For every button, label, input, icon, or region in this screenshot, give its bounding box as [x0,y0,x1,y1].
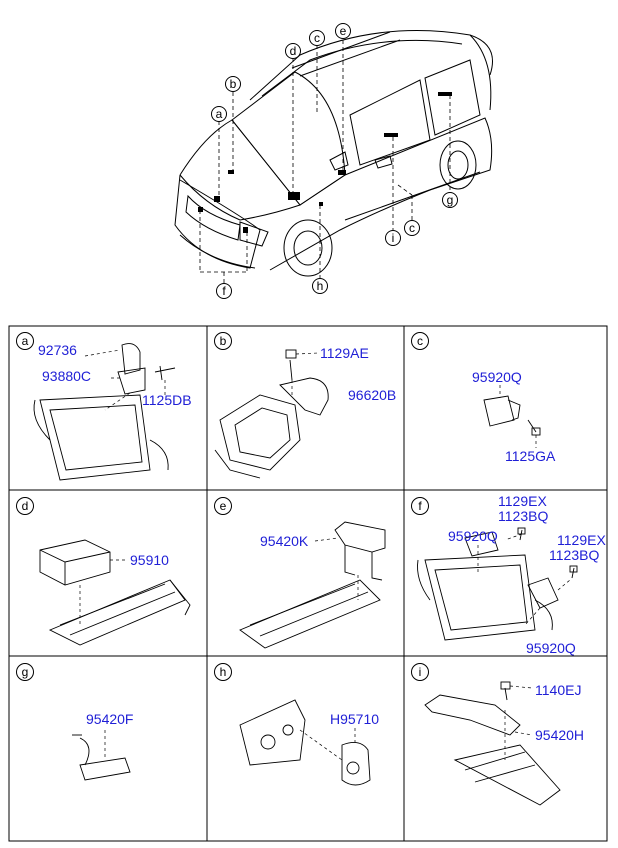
part-label[interactable]: 1123BQ [549,547,600,563]
part-label[interactable]: 95920Q [472,369,522,385]
panel-h-letter: h [214,663,232,681]
panel-i-letter: i [411,663,429,681]
part-label[interactable]: 95920Q [526,640,576,656]
callout-c[interactable]: c [309,30,325,46]
panel-b-letter: b [214,332,232,350]
part-label[interactable]: 1129EX [498,493,547,509]
part-label[interactable]: 95420K [260,533,309,549]
part-label[interactable]: 1129AE [320,345,369,361]
part-label[interactable]: 1140EJ [535,682,582,698]
part-label[interactable]: 96620B [348,387,397,403]
part-label[interactable]: 92736 [38,342,77,358]
callout-b[interactable]: b [225,76,241,92]
callout-f[interactable]: f [216,283,232,299]
part-label[interactable]: 1125DB [142,392,192,408]
panel-g-letter: g [16,663,34,681]
part-label[interactable]: 1123BQ [498,508,549,524]
panel-f-letter: f [411,497,429,515]
callout-i[interactable]: i [385,230,401,246]
part-label[interactable]: 95420H [535,727,585,743]
part-label[interactable]: 1129EX [557,532,606,548]
callout-e[interactable]: e [335,23,351,39]
part-label[interactable]: 93880C [42,368,92,384]
part-label[interactable]: 1125GA [505,448,556,464]
panel-c-letter: c [411,332,429,350]
part-label[interactable]: 95910 [130,552,169,568]
callout-a[interactable]: a [211,106,227,122]
part-label[interactable]: 95420F [86,711,134,727]
callout-g[interactable]: g [442,192,458,208]
panel-e-letter: e [214,497,232,515]
part-label[interactable]: 95920Q [448,528,498,544]
part-label[interactable]: H95710 [330,711,380,727]
vehicle-overview [174,30,493,283]
panel-d-letter: d [16,497,34,515]
callout-d[interactable]: d [285,43,301,59]
callout-h[interactable]: h [312,278,328,294]
callout-c-2[interactable]: c [404,220,420,236]
panel-a-letter: a [16,332,34,350]
